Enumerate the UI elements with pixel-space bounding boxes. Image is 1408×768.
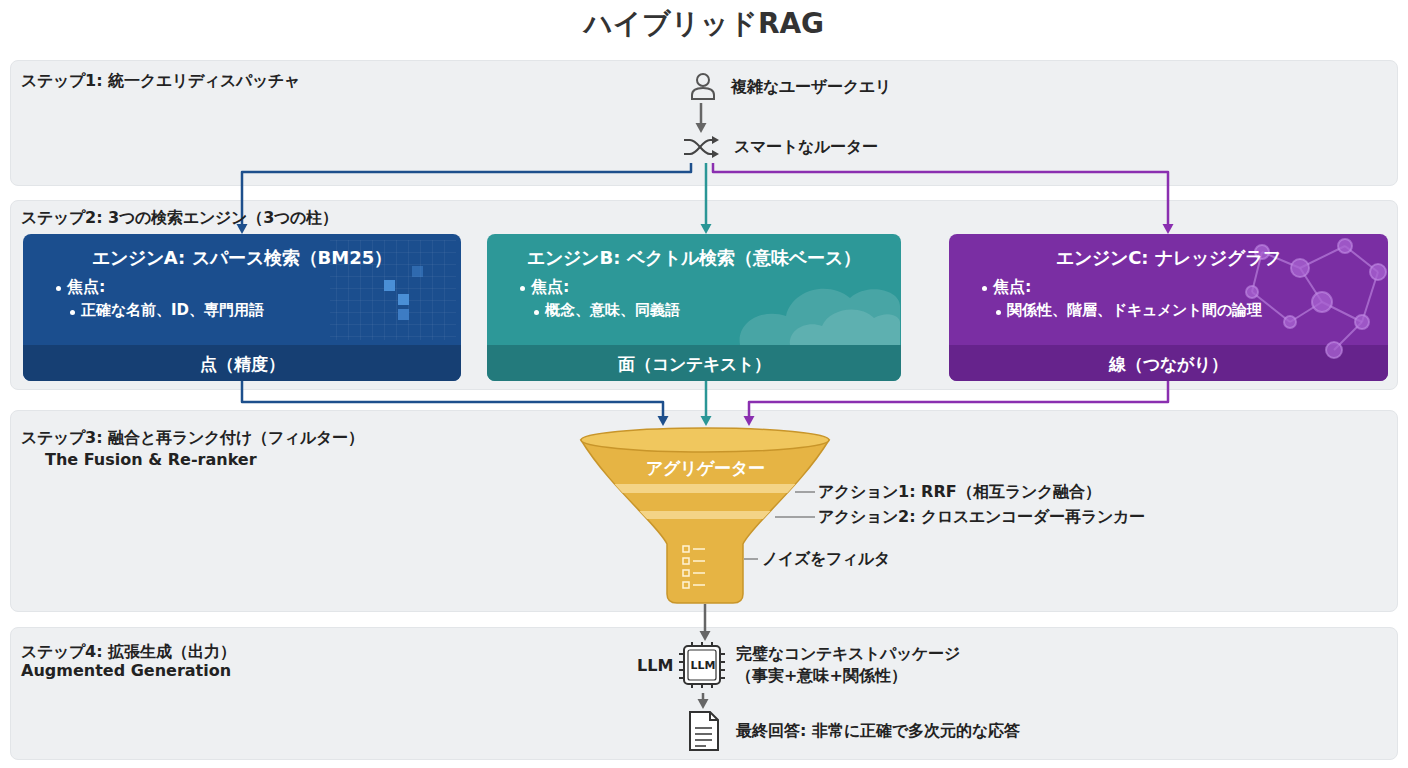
step-subheading: The Fusion & Re-ranker [45, 450, 257, 471]
engine-footer-label: 点（精度） [23, 353, 461, 375]
step-heading: ステップ1: 統一クエリディスパッチャ [21, 71, 300, 92]
step-heading: ステップ2: 3つの検索エンジン（3つの柱） [21, 208, 338, 229]
bullet-dot [520, 286, 525, 291]
step-band: ステップ4: 拡張生成（出力）Augmented GenerationLLMLL… [10, 627, 1398, 760]
focus-label: 焦点: [531, 277, 569, 298]
router-label: スマートなルーター [734, 137, 878, 158]
model-label: LLM [637, 656, 673, 677]
focus-item: 関係性、階層、ドキュメント間の論理 [1007, 301, 1262, 321]
query-node: 複雑なユーザークエリ [689, 73, 914, 103]
final-answer-text: 最終回答: 非常に正確で多次元的な応答 [736, 721, 1020, 742]
step-band: ステップ2: 3つの検索エンジン（3つの柱） エンジンA: スパース検索（BM25… [10, 200, 1398, 390]
engine-card: エンジンC: ナレッジグラフ焦点: 関係性、階層、ドキュメント間の論理線（つながり… [949, 234, 1388, 381]
callout-text: アクション1: RRF（相互ランク融合） [818, 482, 1101, 503]
context-package-text: 完璧なコンテキストパッケージ （事実+意味+関係性） [736, 643, 986, 687]
step-subheading: Augmented Generation [21, 661, 231, 682]
engine-title: エンジンC: ナレッジグラフ [949, 246, 1388, 269]
bullet-dot [70, 310, 75, 315]
engine-footer-label: 面（コンテキスト） [487, 353, 901, 375]
funnel-node: アグリゲーター [579, 426, 831, 604]
step-heading: ステップ3: 融合と再ランク付け（フィルター） [21, 428, 364, 449]
engine-title: エンジンA: スパース検索（BM25） [23, 246, 461, 269]
step-heading: ステップ4: 拡張生成（出力） [21, 642, 236, 663]
step-band: ステップ1: 統一クエリディスパッチャ 複雑なユーザークエリスマートなルーター [10, 60, 1398, 186]
bullet-dot [982, 286, 987, 291]
callout-text: ノイズをフィルタ [762, 549, 890, 570]
chip-label: LLM [681, 659, 725, 673]
diagram-title: ハイブリッドRAG [0, 6, 1408, 42]
engine-card: エンジンA: スパース検索（BM25） 焦点: 正確な名前、ID、専門用語点（精度） [23, 234, 461, 381]
bullet-dot [534, 310, 539, 315]
engine-card: エンジンB: ベクトル検索（意味ベース） 焦点: 概念、意味、同義語面（コンテキスト… [487, 234, 901, 381]
focus-label: 焦点: [67, 277, 105, 298]
focus-item: 概念、意味、同義語 [545, 301, 680, 321]
answer-node: 最終回答: 非常に正確で多次元的な応答 [686, 709, 1086, 755]
engine-title: エンジンB: ベクトル検索（意味ベース） [487, 246, 901, 269]
query-label: 複雑なユーザークエリ [731, 77, 891, 98]
focus-label: 焦点: [993, 277, 1031, 298]
engine-footer-label: 線（つながり） [949, 353, 1388, 375]
llm-node: LLM LLM 完璧なコンテキストパッケージ （事実+意味+関係性） [631, 641, 1011, 693]
funnel-outline [579, 426, 831, 604]
focus-item: 正確な名前、ID、専門用語 [81, 301, 264, 321]
router-node: スマートなルーター [684, 133, 899, 163]
step-band: ステップ3: 融合と再ランク付け（フィルター）The Fusion & Re-r… [10, 410, 1398, 612]
bullet-dot [56, 286, 61, 291]
aggregator-label: アグリゲーター [579, 457, 831, 479]
bullet-dot [996, 310, 1001, 315]
callout-text: アクション2: クロスエンコーダー再ランカー [818, 507, 1145, 528]
